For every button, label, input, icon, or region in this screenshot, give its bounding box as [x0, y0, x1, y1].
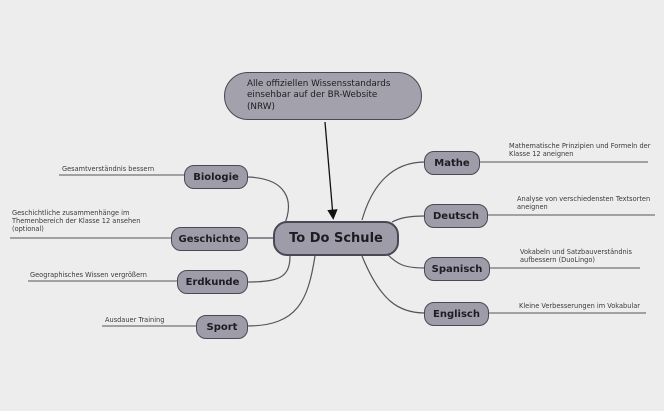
node-label: Erdkunde [185, 276, 240, 288]
node-deutsch[interactable]: Deutsch [424, 204, 488, 228]
note-mathe: Mathematische Prinzipien und Formeln der… [509, 142, 651, 158]
note-geschichte: Geschichtliche zusammenhänge im Themenbe… [12, 209, 141, 233]
connector-sport [246, 255, 316, 327]
callout-arrow [324, 121, 338, 220]
central-node[interactable]: To Do Schule [273, 221, 399, 256]
note-spanisch: Vokabeln und Satzbauverständnis aufbesse… [520, 248, 632, 264]
node-label: Geschichte [178, 233, 241, 245]
callout-node[interactable]: Alle offiziellen Wissensstandards einseh… [224, 72, 422, 120]
connector-mathe [361, 161, 426, 221]
node-label: Sport [206, 321, 238, 333]
node-geschichte[interactable]: Geschichte [171, 227, 248, 251]
node-label: Biologie [193, 171, 239, 183]
note-biologie: Gesamtverständnis bessern [62, 165, 155, 173]
central-label: To Do Schule [289, 231, 383, 246]
note-deutsch: Analyse von verschiedensten Textsorten a… [517, 195, 651, 211]
node-label: Mathe [434, 157, 470, 169]
connector-biologie [246, 176, 289, 229]
node-label: Spanisch [431, 263, 483, 275]
note-erdkunde: Geographisches Wissen vergrößern [30, 271, 147, 279]
callout-text: Alle offiziellen Wissensstandards einseh… [247, 78, 391, 112]
connector-deutsch [391, 215, 426, 223]
node-mathe[interactable]: Mathe [424, 151, 480, 175]
note-sport: Ausdauer Training [105, 316, 165, 324]
note-englisch: Kleine Verbesserungen im Vokabular [519, 302, 640, 310]
node-erdkunde[interactable]: Erdkunde [177, 270, 248, 294]
connector-spanisch [386, 253, 426, 269]
node-label: Deutsch [433, 210, 479, 222]
connector-englisch [361, 255, 426, 314]
node-englisch[interactable]: Englisch [424, 302, 489, 326]
connector-erdkunde [246, 255, 291, 283]
node-spanisch[interactable]: Spanisch [424, 257, 490, 281]
node-sport[interactable]: Sport [196, 315, 248, 339]
node-biologie[interactable]: Biologie [184, 165, 248, 189]
node-label: Englisch [433, 308, 480, 320]
